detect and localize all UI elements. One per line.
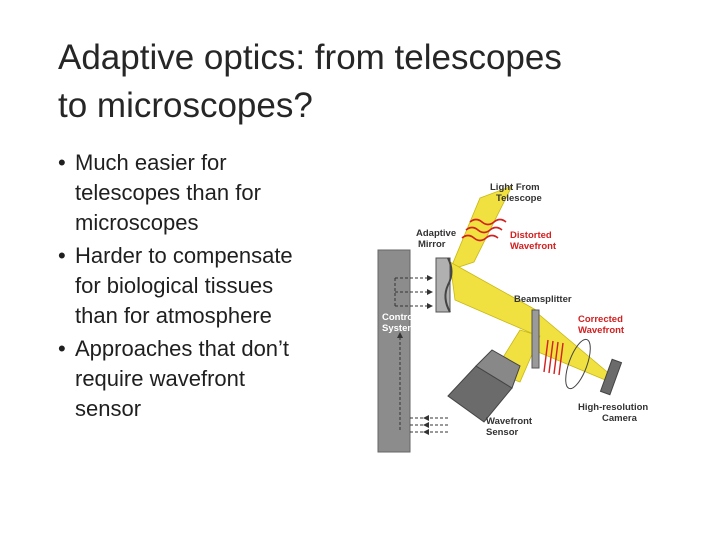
corrected-wavefront-lines bbox=[543, 339, 564, 376]
label-high-resolution-camera: High-resolution Camera bbox=[578, 402, 651, 424]
bullet-line: require wavefront bbox=[75, 366, 245, 391]
up-arrow-icon bbox=[397, 332, 403, 338]
label-corrected-wavefront: Corrected Wavefront bbox=[578, 314, 626, 336]
label-beamsplitter: Beamsplitter bbox=[514, 294, 572, 305]
bullet-line: telescopes than for bbox=[75, 180, 261, 205]
title-line-1: Adaptive optics: from telescopes bbox=[58, 38, 562, 77]
bullet-line: Much easier for bbox=[75, 150, 227, 175]
right-arrow-icon bbox=[427, 289, 433, 295]
label-distorted-wavefront: Distorted Wavefront bbox=[510, 230, 557, 252]
bullet-item: • Harder to compensate for biological ti… bbox=[58, 241, 358, 331]
control-system-panel bbox=[377, 249, 411, 453]
slide-title: Adaptive optics: from telescopes to micr… bbox=[58, 34, 678, 130]
bullet-list: • Much easier for telescopes than for mi… bbox=[58, 148, 358, 427]
right-arrow-icon bbox=[427, 275, 433, 281]
bullet-marker: • bbox=[58, 336, 66, 361]
distorted-wavefront-lines bbox=[461, 218, 507, 242]
incoming-light-beam bbox=[449, 185, 513, 271]
left-arrow-icon bbox=[423, 429, 429, 435]
label-adaptive-mirror: Adaptive Mirror bbox=[416, 228, 459, 250]
label-light-from-telescope: Light From Telescope bbox=[490, 182, 542, 204]
label-control-system: Control System bbox=[382, 312, 418, 334]
bullet-line: Approaches that don’t bbox=[75, 336, 290, 361]
bullet-line: sensor bbox=[75, 396, 142, 421]
label-wavefront-sensor: Wavefront Sensor bbox=[486, 416, 535, 438]
bullet-item: • Approaches that don’t require wavefron… bbox=[58, 334, 358, 424]
bullet-item: • Much easier for telescopes than for mi… bbox=[58, 148, 358, 238]
left-arrow-icon bbox=[423, 422, 429, 428]
bullet-marker: • bbox=[58, 243, 66, 268]
beamsplitter bbox=[531, 309, 540, 369]
bullet-line: for biological tissues bbox=[75, 273, 274, 298]
wavefront-sensor-top bbox=[475, 349, 521, 389]
bullet-line: Harder to compensate bbox=[75, 243, 293, 268]
left-arrow-icon bbox=[423, 415, 429, 421]
right-arrow-icon bbox=[427, 303, 433, 309]
camera-sensor bbox=[599, 358, 623, 396]
bullet-line: than for atmosphere bbox=[75, 303, 272, 328]
lens bbox=[565, 338, 591, 390]
control-lines bbox=[394, 277, 450, 433]
mirror-surface bbox=[444, 257, 453, 313]
bullet-line: microscopes bbox=[75, 210, 199, 235]
bullet-marker: • bbox=[58, 150, 66, 175]
adaptive-optics-diagram: Light From Telescope Adaptive Mirror Bea… bbox=[377, 182, 651, 453]
title-line-2: to microscopes? bbox=[58, 86, 313, 125]
